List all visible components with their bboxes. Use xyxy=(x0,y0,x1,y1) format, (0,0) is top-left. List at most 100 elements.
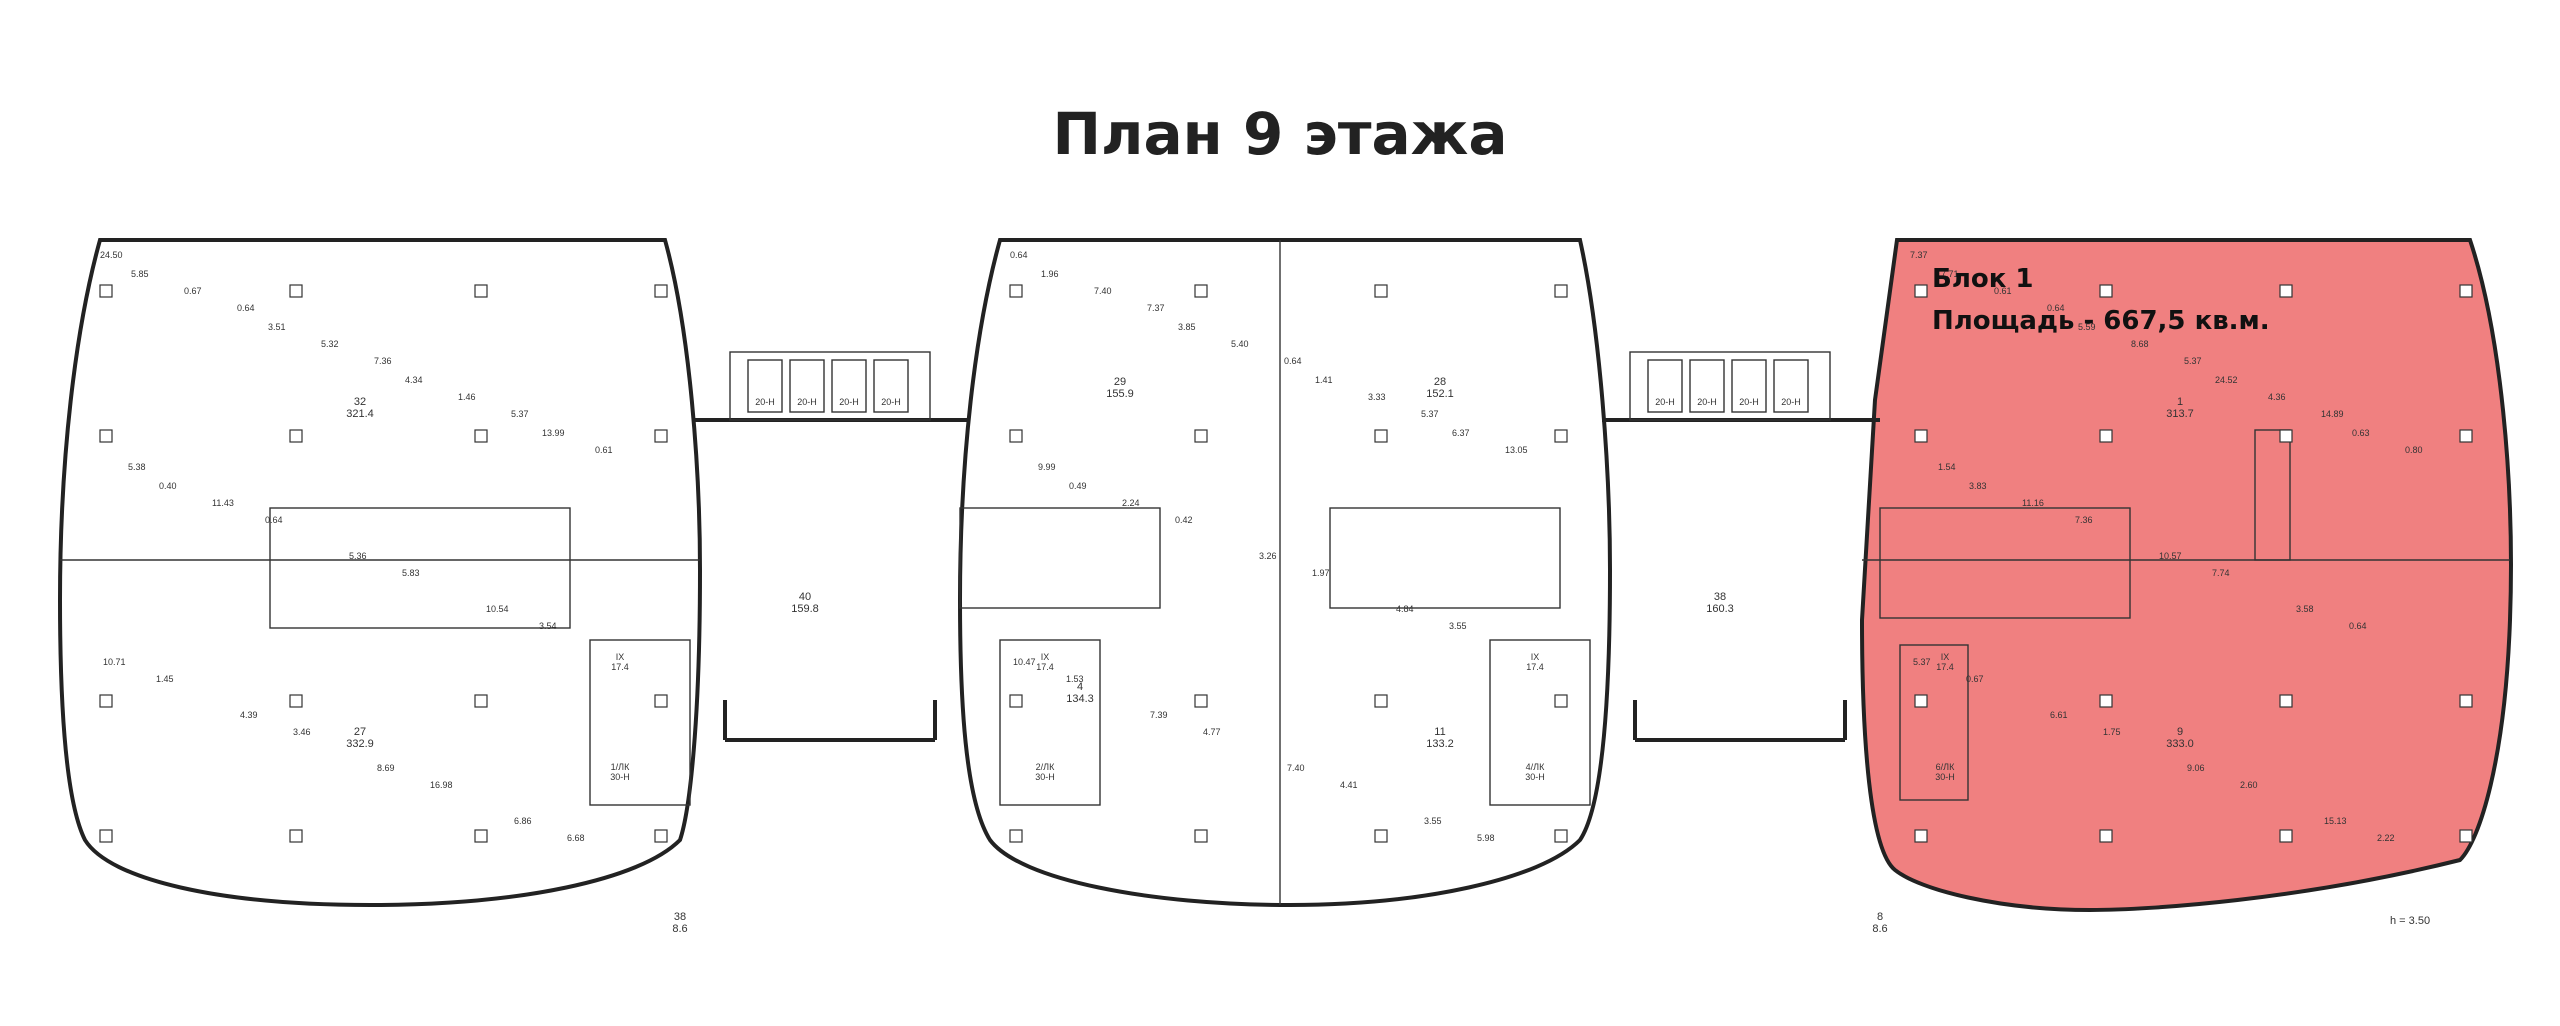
column-marker xyxy=(2099,284,2113,298)
column-marker xyxy=(2459,429,2473,443)
column-marker xyxy=(1374,429,1388,443)
dimension-label: 3.55 xyxy=(1424,816,1442,826)
column-marker xyxy=(99,284,113,298)
column-marker xyxy=(474,829,488,843)
column-marker xyxy=(1554,429,1568,443)
column-marker xyxy=(474,284,488,298)
block-1-highlight[interactable] xyxy=(1862,240,2511,910)
dimension-label: 6.86 xyxy=(514,816,532,826)
dimension-label: 10.57 xyxy=(2159,551,2182,561)
dimension-label: 5.36 xyxy=(349,551,367,561)
connector-left xyxy=(692,418,968,742)
dimension-label: 5.98 xyxy=(1477,833,1495,843)
dimension-label: 7.36 xyxy=(2075,515,2093,525)
column-marker xyxy=(1194,694,1208,708)
dimension-label: 9.99 xyxy=(1038,462,1056,472)
column-marker xyxy=(99,694,113,708)
column-marker xyxy=(2459,829,2473,843)
shaft-label: 20-Н xyxy=(839,397,859,407)
dimension-label: 16.98 xyxy=(430,780,453,790)
dimension-label: 3.85 xyxy=(1178,322,1196,332)
dimension-label: 4.84 xyxy=(1396,604,1414,614)
dimension-label: 7.39 xyxy=(1150,710,1168,720)
dimension-label: 8.68 xyxy=(2131,339,2149,349)
dimension-label: 13.05 xyxy=(1505,445,1528,455)
dimension-label: 24.50 xyxy=(100,250,123,260)
column-marker xyxy=(1554,694,1568,708)
dimension-label: 5.37 xyxy=(2184,356,2202,366)
column-marker xyxy=(2279,694,2293,708)
dimension-label: 0.64 xyxy=(1284,356,1302,366)
column-marker xyxy=(2099,429,2113,443)
column-marker xyxy=(289,284,303,298)
dimension-label: 7.74 xyxy=(2212,568,2230,578)
connector-right xyxy=(1602,418,1880,742)
right-wing-outline xyxy=(1859,238,2513,913)
column-marker xyxy=(2279,829,2293,843)
dimension-label: 3.83 xyxy=(1969,481,1987,491)
height-note: h = 3.50 xyxy=(2390,915,2431,927)
left-wing-outline xyxy=(57,238,703,908)
dimension-label: 9.06 xyxy=(2187,763,2205,773)
dimension-label: 4.41 xyxy=(1340,780,1358,790)
dimension-label: 5.32 xyxy=(321,339,339,349)
dimension-label: 0.40 xyxy=(159,481,177,491)
column-marker xyxy=(1194,429,1208,443)
dimension-label: 0.64 xyxy=(2047,303,2065,313)
dimension-label: 14.89 xyxy=(2321,409,2344,419)
column-marker xyxy=(1009,829,1023,843)
dimension-label: 1.45 xyxy=(156,674,174,684)
column-marker xyxy=(289,429,303,443)
dimension-label: 1.97 xyxy=(1312,568,1330,578)
dimension-label: 11.16 xyxy=(2022,498,2044,508)
dimension-label: 6.61 xyxy=(2050,710,2068,720)
column-marker xyxy=(1009,694,1023,708)
dimension-label: 4.77 xyxy=(1203,727,1221,737)
shaft-label: 20-Н xyxy=(881,397,901,407)
dimension-label: 5.40 xyxy=(1231,339,1249,349)
column-marker xyxy=(1914,694,1928,708)
column-marker xyxy=(1554,829,1568,843)
dimension-label: 0.61 xyxy=(1994,286,2012,296)
dimension-label: 2.24 xyxy=(1122,498,1140,508)
dimension-label: 0.61 xyxy=(595,445,613,455)
shaft-label: 20-Н xyxy=(755,397,775,407)
column-marker xyxy=(1914,829,1928,843)
shaft-label: 20-Н xyxy=(797,397,817,407)
dimension-label: 4.39 xyxy=(240,710,258,720)
dimension-label: 0.64 xyxy=(265,515,283,525)
dimension-label: 15.13 xyxy=(2324,816,2347,826)
dimension-label: 7.40 xyxy=(1287,763,1305,773)
dimension-label: 5.37 xyxy=(1913,657,1931,667)
dimension-label: 0.80 xyxy=(2405,445,2423,455)
dimension-label: 0.67 xyxy=(1966,674,1984,684)
column-marker xyxy=(289,829,303,843)
dimension-label: 0.49 xyxy=(1069,481,1087,491)
dimension-label: 5.37 xyxy=(1421,409,1439,419)
block-area: Площадь - 667,5 кв.м. xyxy=(1932,306,2270,336)
columns xyxy=(99,284,2473,843)
dimension-label: 10.71 xyxy=(103,657,126,667)
dimension-label: 10.47 xyxy=(1013,657,1036,667)
dimension-label: 1.75 xyxy=(2103,727,2121,737)
dimension-label: 7.36 xyxy=(374,356,392,366)
dimension-label: 24.52 xyxy=(2215,375,2238,385)
shafts-left xyxy=(729,351,931,421)
dimension-label: 1.53 xyxy=(1066,674,1084,684)
